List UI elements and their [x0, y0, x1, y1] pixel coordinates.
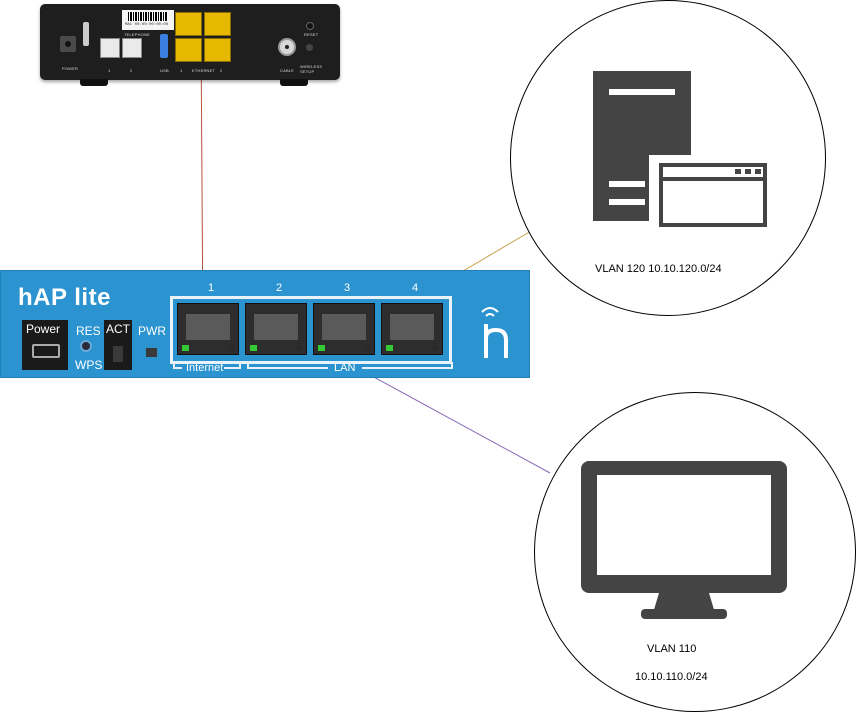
eth-2-label: 2 [220, 68, 223, 73]
usb-port [160, 34, 168, 58]
ethernet-label: ETHERNET [192, 68, 216, 73]
act-led-panel: ACT [104, 320, 132, 370]
wireless-setup-button [306, 44, 313, 51]
res-label: RES [76, 324, 101, 338]
ethernet-port-1 [177, 303, 239, 355]
eth-1-label: 1 [180, 68, 183, 73]
port-group-brackets [173, 362, 453, 369]
router-brand: hAP lite [18, 284, 111, 311]
reset-button-hole [80, 340, 92, 352]
desktop-subnet-caption: 10.10.110.0/24 [635, 671, 708, 683]
pwr-label: PWR [138, 324, 166, 338]
port-number-1: 1 [208, 282, 215, 294]
power-label: POWER [62, 66, 79, 71]
modem-sticker: MAC 00:00:00:00:00 [122, 10, 174, 30]
port-number-4: 4 [412, 282, 419, 294]
micro-usb-icon [32, 344, 60, 358]
server-node: VLAN 120 10.10.120.0/24 [510, 0, 826, 316]
power-port-label: Power [26, 322, 61, 336]
tel-2-label: 2 [130, 68, 133, 73]
usb-label: USB [160, 68, 169, 73]
server-vlan-caption: VLAN 120 10.10.120.0/24 [595, 263, 722, 275]
hap-lite-router: hAP lite Power RES WPS ACT PWR 1 2 3 4 I… [0, 270, 530, 378]
coax-connector [278, 38, 296, 56]
telephone-label: TELEPHONE [124, 32, 151, 37]
lan-label: LAN [334, 362, 356, 374]
act-label: ACT [106, 322, 130, 336]
wps-label: WPS [75, 358, 103, 372]
port-number-3: 3 [344, 282, 351, 294]
telephone-port-2 [122, 38, 142, 58]
ethernet-port-4 [381, 303, 443, 355]
reset-button [306, 22, 314, 30]
ethernet-ports [170, 296, 452, 364]
link-lan-to-desktop [371, 375, 551, 474]
ethernet-port-block [175, 12, 231, 62]
wireless-setup-label: WIRELESS SETUP [300, 64, 323, 74]
port-number-2: 2 [276, 282, 283, 294]
telephone-port-1 [100, 38, 120, 58]
tel-1-label: 1 [108, 68, 111, 73]
monitor-icon [581, 461, 787, 619]
internet-label: Internet [186, 362, 224, 374]
ethernet-port-3 [313, 303, 375, 355]
power-port: Power [22, 320, 68, 370]
desktop-node: VLAN 110 10.10.110.0/24 [534, 392, 856, 712]
power-jack [60, 36, 76, 52]
server-browser-icon [593, 71, 775, 231]
cable-modem: POWER MAC 00:00:00:00:00 TELEPHONE 1 2 U… [40, 4, 340, 86]
pwr-led [146, 348, 157, 357]
reset-label: RESET [304, 32, 319, 37]
switch [83, 22, 89, 46]
mikrotik-h-logo-icon [481, 307, 508, 358]
desktop-vlan-caption: VLAN 110 [647, 643, 697, 655]
ethernet-port-2 [245, 303, 307, 355]
cable-label: CABLE [280, 68, 295, 73]
